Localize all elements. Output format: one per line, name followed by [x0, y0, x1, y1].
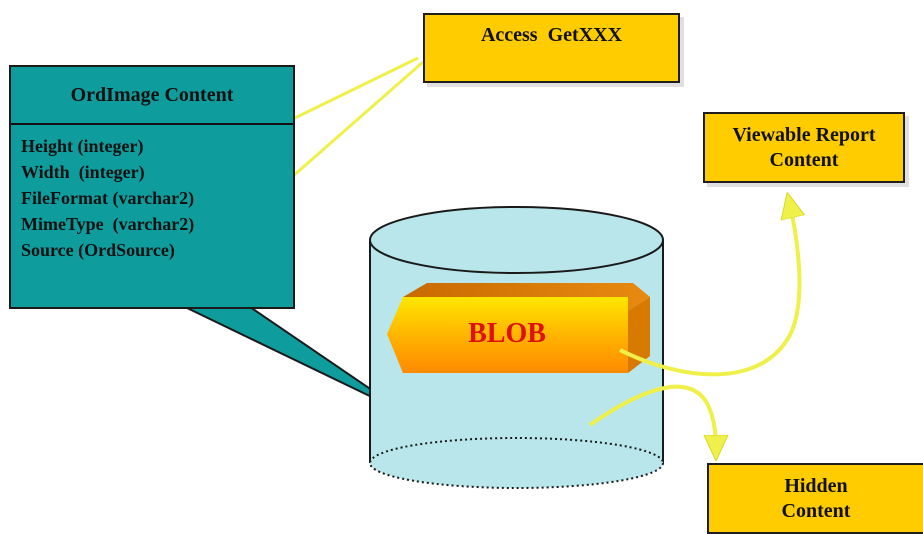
access-getxxx-label: Access GetXXX — [480, 24, 623, 46]
arrow-to-viewable — [619, 205, 799, 377]
ordimage-panel-title: OrdImage Content — [11, 67, 293, 125]
viewable-report-content-box: Viewable Report Content — [703, 112, 905, 183]
output-arrows — [588, 205, 799, 448]
ordimage-field-list: Height (integer) Width (integer) FileFor… — [11, 125, 293, 263]
hidden-line-1: Hidden — [784, 474, 848, 497]
access-getxxx-box: Access GetXXX — [423, 13, 680, 83]
field-source: Source (OrdSource) — [21, 240, 175, 260]
ordimage-content-panel: OrdImage Content Height (integer) Width … — [9, 65, 295, 309]
viewable-line-2: Content — [769, 148, 839, 171]
viewable-line-1: Viewable Report — [732, 123, 876, 146]
hidden-content-box: Hidden Content — [707, 463, 923, 534]
hidden-line-2: Content — [781, 499, 851, 522]
field-mimetype: MimeType (varchar2) — [21, 214, 195, 234]
arrow-to-hidden — [588, 384, 716, 448]
field-width: Width (integer) — [21, 162, 145, 182]
field-height: Height (integer) — [21, 136, 144, 156]
field-fileformat: FileFormat (varchar2) — [21, 188, 195, 208]
blob-prism — [387, 283, 650, 373]
blob-label: BLOB — [468, 318, 546, 349]
